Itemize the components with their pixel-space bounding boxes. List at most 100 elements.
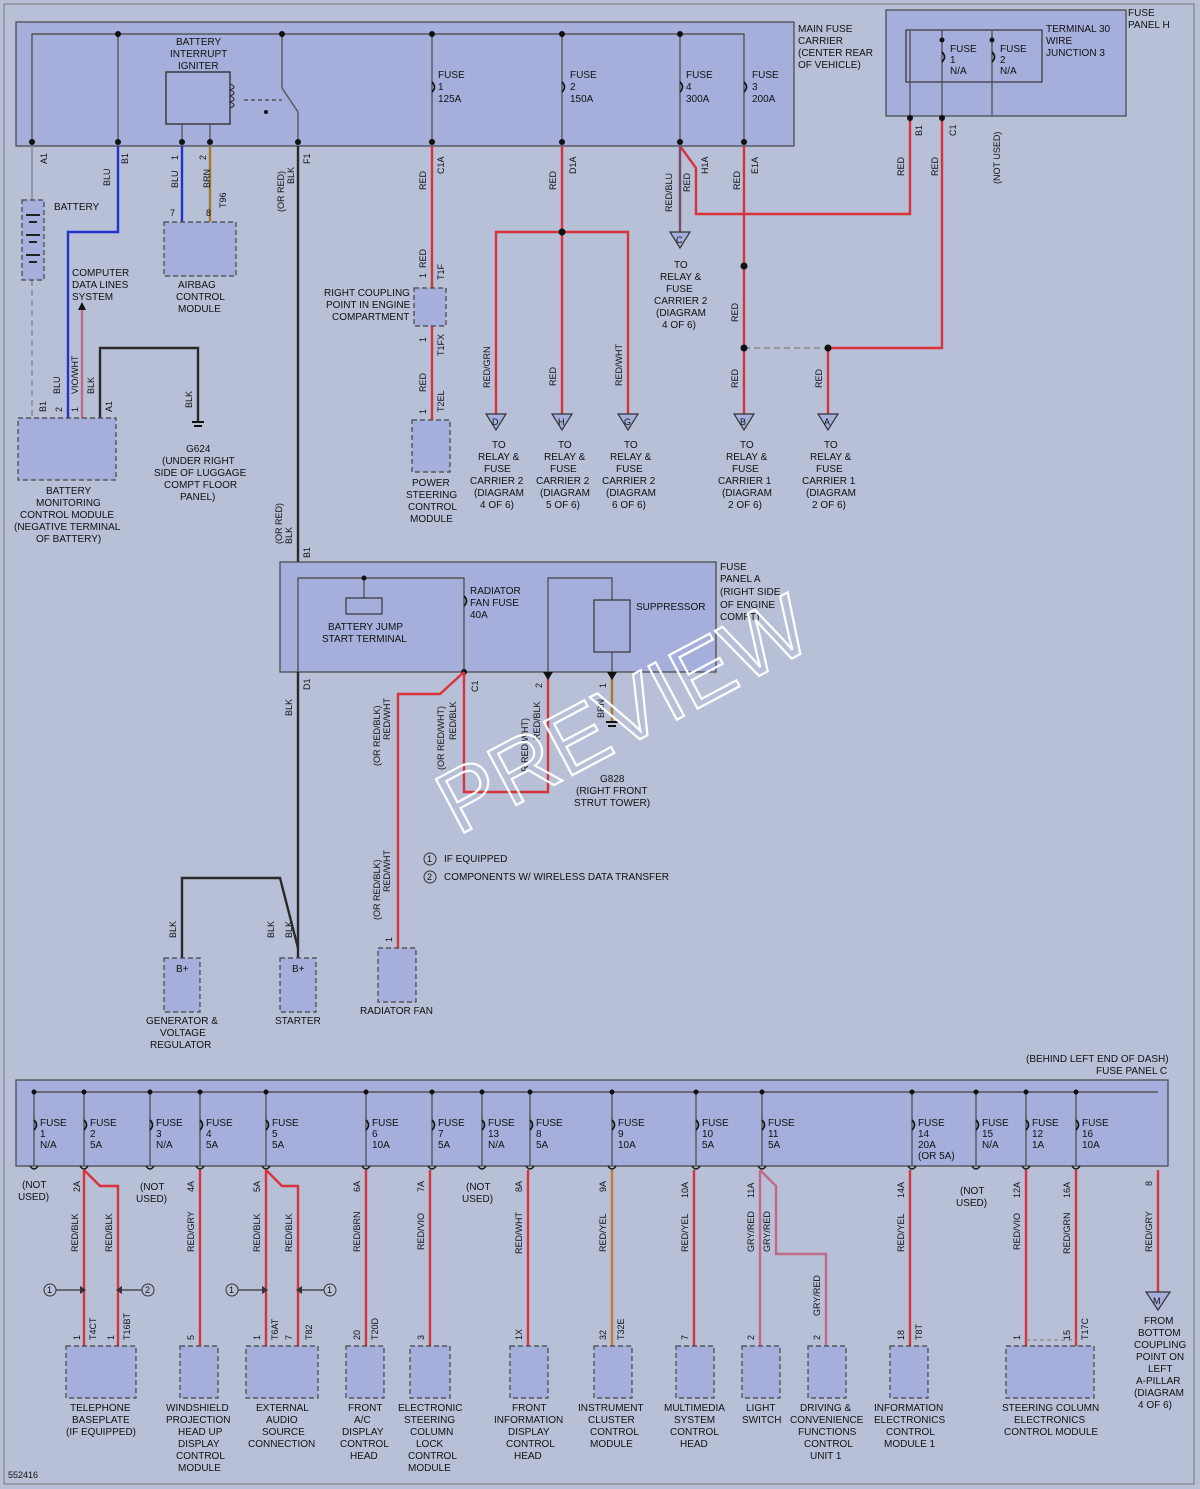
sc-3: CONTROL MODULE [1004, 1427, 1098, 1438]
bw-redgrn: RED/GRN [1062, 1212, 1072, 1254]
ic-1: INSTRUMENT [578, 1403, 644, 1414]
bpin-7a: 7A [416, 1181, 426, 1192]
panel-c-fuse-12-rating: 1A [1032, 1140, 1045, 1151]
g828-label-1: G828 [600, 774, 625, 785]
wire-or-red-1: (OR RED) [276, 171, 286, 212]
bpin-1-tel-2: 1 [106, 1335, 116, 1340]
wire-blu-2: BLU [170, 170, 180, 188]
pin-2-airbag: 2 [198, 155, 208, 160]
bpin-6a: 6A [352, 1181, 362, 1192]
lock-1: ELECTRONIC [398, 1403, 462, 1414]
g624-label-3: SIDE OF LUGGAGE [154, 468, 247, 479]
pin-h1a: H1A [700, 156, 710, 174]
panel-c-fuse-1-num: 1 [40, 1129, 46, 1140]
fuse-2-num: 2 [570, 82, 576, 93]
ref-h-2: RELAY & [544, 452, 586, 463]
panel-c-fuse-10-rating: 5A [702, 1140, 715, 1151]
battery-symbol [21, 199, 45, 281]
nu-1b: USED) [18, 1192, 49, 1203]
bpin-32-cluster: 32 [598, 1330, 608, 1340]
ref-g-6: 6 OF 6) [612, 500, 646, 511]
fuse-2-label: FUSE [570, 70, 597, 81]
pin-f1: F1 [302, 153, 312, 164]
generator-label-3: REGULATOR [150, 1040, 211, 1051]
panel-c-fuse-7-num: 7 [438, 1129, 444, 1140]
ext-3: SOURCE [262, 1427, 305, 1438]
ref-g-2: RELAY & [610, 452, 652, 463]
panel-c-fuse-3-num: 3 [156, 1129, 162, 1140]
ref-g-4: CARRIER 2 [602, 476, 656, 487]
panel-a-title-2: PANEL A [720, 574, 761, 585]
ref-b-5: (DIAGRAM [722, 488, 772, 499]
bw-redblk-1: RED/BLK [70, 1213, 80, 1252]
tel-3: (IF EQUIPPED) [66, 1427, 136, 1438]
g624-label-2: (UNDER RIGHT [162, 456, 235, 467]
bpin-t20d: T20D [370, 1317, 380, 1340]
starter-bplus: B+ [292, 964, 305, 975]
panel-c-fuse-3-label: FUSE [156, 1118, 183, 1129]
ls-1: LIGHT [746, 1403, 775, 1414]
fid-2: INFORMATION [494, 1415, 563, 1426]
fuse-panel-a: BATTERY JUMP START TERMINAL RADIATOR FAN… [279, 561, 781, 675]
main-carrier-title-4: OF VEHICLE) [798, 60, 861, 71]
panel-c-title-1: (BEHIND LEFT END OF DASH) [1026, 1054, 1169, 1065]
ref-h-6: 5 OF 6) [546, 500, 580, 511]
junction-label-1: TERMINAL 30 [1046, 24, 1111, 35]
generator-box [163, 957, 201, 1013]
ref-h-3: FUSE [550, 464, 577, 475]
tel-1: TELEPHONE [70, 1403, 131, 1414]
panel-a-wire-labels: D1 BLK (OR RED/BLK) RED/WHT (OR RED/WHT)… [168, 678, 608, 942]
arrow-note-2a: 2 [145, 1285, 150, 1295]
relay-ref-c-letter: C [676, 235, 683, 245]
generator-label-1: GENERATOR & [146, 1016, 218, 1027]
generator-bplus: B+ [176, 964, 189, 975]
battery-monitoring-box [17, 417, 117, 481]
wire-red-2: RED [548, 366, 558, 386]
bpin-t82: T82 [304, 1324, 314, 1340]
bw-gryred-3: GRY/RED [812, 1275, 822, 1316]
igniter-box [165, 71, 231, 125]
ic-3: CONTROL [590, 1427, 639, 1438]
ac-1: FRONT [348, 1403, 382, 1414]
ref-d-5: (DIAGRAM [474, 488, 524, 499]
bw-redyel-3: RED/YEL [896, 1213, 906, 1252]
panel-c-fuse-5-rating: 5A [272, 1140, 285, 1151]
ref-a-4: CARRIER 1 [802, 476, 856, 487]
bpin-2-light: 2 [746, 1335, 756, 1340]
sc-2: ELECTRONICS [1014, 1415, 1085, 1426]
nu-13a: (NOT [466, 1182, 490, 1193]
panel-c-fuse-8-label: FUSE [536, 1118, 563, 1129]
panel-c-fuse-1-rating: N/A [40, 1140, 57, 1151]
coupling-label-1: RIGHT COUPLING [324, 288, 410, 299]
ref-g-5: (DIAGRAM [606, 488, 656, 499]
drv-3: FUNCTIONS [798, 1427, 857, 1438]
upper-wire-labels: A1 B1 BLU 1 2 BLU BRN 7 8 T96 (OR RED) B… [38, 124, 1002, 558]
wire-or-red-2: (OR RED) [274, 503, 284, 544]
pin-1-t1f: 1 [418, 273, 428, 278]
relay-ref-a-letter: A [824, 417, 830, 427]
fb-5: LEFT [1148, 1364, 1172, 1375]
bw-redbrn: RED/BRN [352, 1211, 362, 1252]
drv-2: CONVENIENCE [790, 1415, 864, 1426]
ref-c-4: CARRIER 2 [654, 296, 708, 307]
bpin-10a: 10A [680, 1182, 690, 1198]
ref-a-2: RELAY & [810, 452, 852, 463]
panel-c-fuse-4-label: FUSE [206, 1118, 233, 1129]
ws-5: CONTROL [176, 1451, 225, 1462]
nu-15b: USED) [956, 1198, 987, 1209]
relay-ref-g-letter: G [624, 417, 631, 427]
fid-1: FRONT [512, 1403, 546, 1414]
ref-h-5: (DIAGRAM [540, 488, 590, 499]
airbag-label-2: CONTROL [176, 292, 225, 303]
fuse-3-label: FUSE [752, 70, 779, 81]
bpin-18-ie: 18 [896, 1330, 906, 1340]
panel-c-fuse-6-rating: 10A [372, 1140, 390, 1151]
pin-7-airbag: 7 [170, 208, 175, 218]
panel-c-fuse-8-rating: 5A [536, 1140, 549, 1151]
wire-redwht-1: RED/WHT [614, 344, 624, 386]
wire-r-redwht: R RED/WHT) [520, 718, 530, 772]
arrow-note-1b: 1 [229, 1285, 234, 1295]
bpin-9a: 9A [598, 1181, 608, 1192]
fuse-panel-h: FUSE 1 N/A FUSE 2 N/A TERMINAL 30 WIRE J… [885, 8, 1170, 117]
